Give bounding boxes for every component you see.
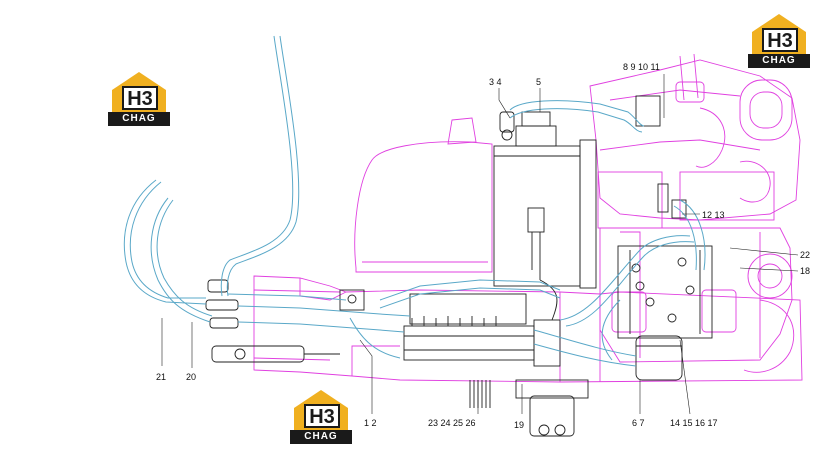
callout-8-11: 8 9 10 11 bbox=[623, 62, 660, 72]
callout-5: 5 bbox=[536, 77, 541, 87]
callout-19: 19 bbox=[514, 420, 524, 430]
callout-21: 21 bbox=[156, 372, 166, 382]
logo-monogram: H3 bbox=[127, 88, 153, 110]
logo-monogram: H3 bbox=[767, 30, 793, 52]
callout-23-26: 23 24 25 26 bbox=[428, 418, 476, 428]
watermark-logo-top-right: H3 CHAG bbox=[748, 12, 810, 70]
callout-3-4: 3 4 bbox=[489, 77, 502, 87]
logo-caption: CHAG bbox=[748, 54, 810, 68]
component-linework bbox=[205, 95, 713, 437]
callout-18: 18 bbox=[800, 266, 810, 276]
callout-12-13: 12 13 bbox=[702, 210, 725, 220]
logo-caption: CHAG bbox=[290, 430, 352, 444]
callout-labels: 3 4 5 8 9 10 11 12 13 22 18 21 20 1 2 23… bbox=[156, 62, 810, 430]
callout-6-7: 6 7 bbox=[632, 418, 645, 428]
house-logo-icon: H3 bbox=[752, 14, 806, 54]
callout-1-2: 1 2 bbox=[364, 418, 377, 428]
callout-20: 20 bbox=[186, 372, 196, 382]
watermark-logo-top-left: H3 CHAG bbox=[108, 70, 170, 128]
watermark-logo-bottom: H3 CHAG bbox=[290, 388, 352, 446]
hydraulic-hoses bbox=[123, 35, 706, 367]
logo-caption: CHAG bbox=[108, 112, 170, 126]
engine-frame-outline bbox=[253, 53, 803, 383]
house-logo-icon: H3 bbox=[112, 72, 166, 112]
callout-22: 22 bbox=[800, 250, 810, 260]
logo-monogram: H3 bbox=[309, 406, 335, 428]
house-logo-icon: H3 bbox=[294, 390, 348, 430]
leader-lines bbox=[161, 74, 799, 415]
callout-14-17: 14 15 16 17 bbox=[670, 418, 718, 428]
